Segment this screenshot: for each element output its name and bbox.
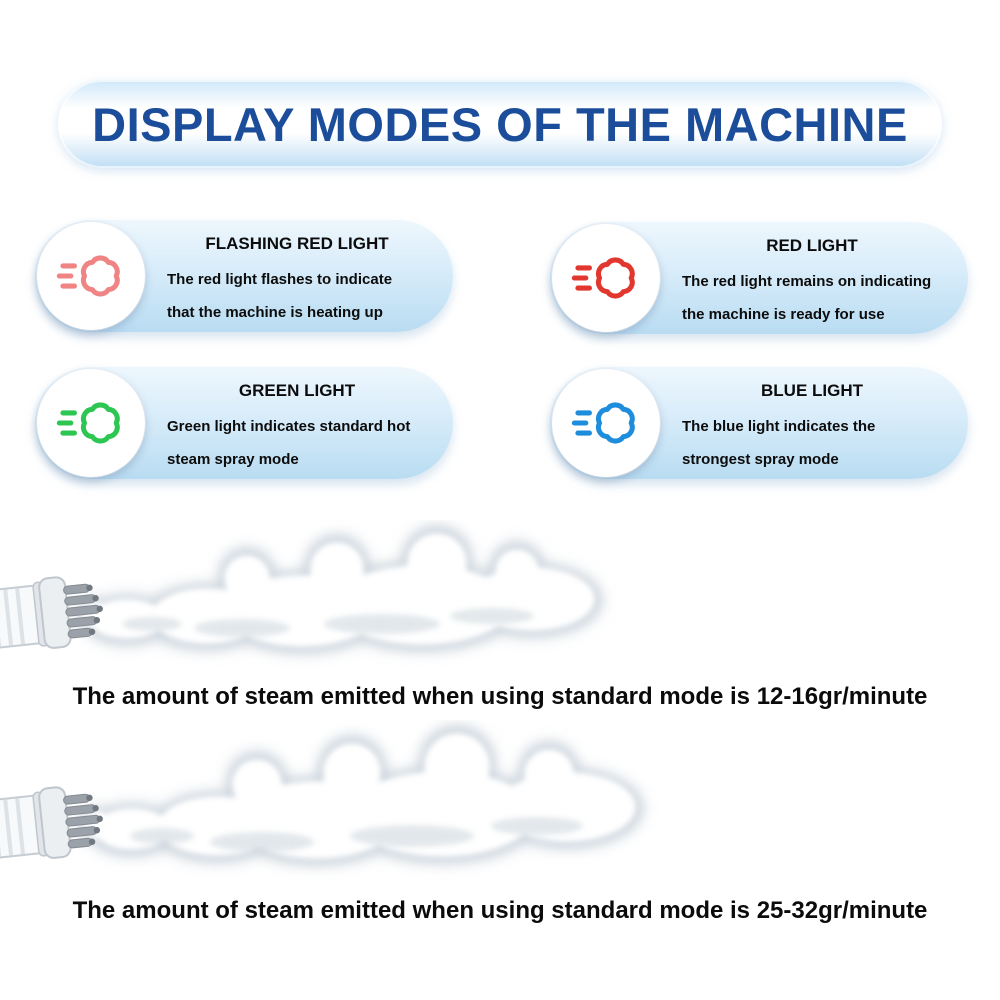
page-title: DISPLAY MODES OF THE MACHINE — [92, 97, 908, 151]
mode-card-text: RED LIGHT The red light remains on indic… — [668, 222, 956, 334]
nozzle-graphic — [0, 576, 103, 653]
steam-nozzle-spray-image — [0, 526, 602, 653]
steam-caption-strong: The amount of steam emitted when using s… — [72, 897, 928, 924]
mode-description: Green light indicates standard hot steam… — [167, 418, 411, 468]
steam-puff-icon-strokes — [571, 402, 635, 444]
steam-wisps — [122, 608, 534, 637]
steam-icon-circle — [552, 369, 660, 477]
nozzle-pin-tips — [86, 584, 103, 636]
mode-card-red-light: RED LIGHT The red light remains on indic… — [550, 222, 968, 334]
mode-card-text: BLUE LIGHT The blue light indicates the … — [668, 367, 956, 479]
steam-nozzle-spray-image — [0, 726, 643, 865]
mode-card-text: GREEN LIGHT Green light indicates standa… — [153, 367, 441, 479]
mode-title: GREEN LIGHT — [238, 381, 356, 400]
steam-caption-standard: The amount of steam emitted when using s… — [72, 683, 928, 710]
mode-description: The red light remains on indicating the … — [682, 273, 932, 323]
steam-icon-circle — [37, 222, 145, 330]
mode-title: FLASHING RED LIGHT — [205, 234, 389, 253]
steam-puff-icon-strokes — [571, 257, 635, 299]
mode-description: The red light flashes to indicate that t… — [167, 271, 393, 321]
steam-puff-icon — [56, 402, 120, 444]
nozzle-graphic — [0, 786, 103, 863]
steam-puff-icon — [56, 255, 120, 297]
header-banner: DISPLAY MODES OF THE MACHINE — [58, 80, 942, 168]
nozzle-pin-tips — [86, 794, 103, 846]
steam-icon-circle — [552, 224, 660, 332]
mode-card-flashing-red-light: FLASHING RED LIGHT The red light flashes… — [35, 220, 453, 332]
steam-wisps — [130, 817, 583, 852]
mode-card-blue-light: BLUE LIGHT The blue light indicates the … — [550, 367, 968, 479]
steam-spray-figure-standard — [0, 520, 642, 695]
mode-description: The blue light indicates the strongest s… — [682, 418, 876, 468]
mode-title: RED LIGHT — [766, 236, 858, 255]
mode-card-green-light: GREEN LIGHT Green light indicates standa… — [35, 367, 453, 479]
steam-puff-icon — [571, 402, 635, 444]
steam-puff-icon-strokes — [56, 402, 120, 444]
mode-card-text: FLASHING RED LIGHT The red light flashes… — [153, 220, 441, 332]
steam-icon-circle — [37, 369, 145, 477]
steam-spray-figure-strong — [0, 720, 672, 910]
nozzle-pins — [63, 583, 101, 639]
mode-title: BLUE LIGHT — [761, 381, 863, 400]
steam-puff-icon — [571, 257, 635, 299]
steam-puff-icon-strokes — [56, 255, 120, 297]
